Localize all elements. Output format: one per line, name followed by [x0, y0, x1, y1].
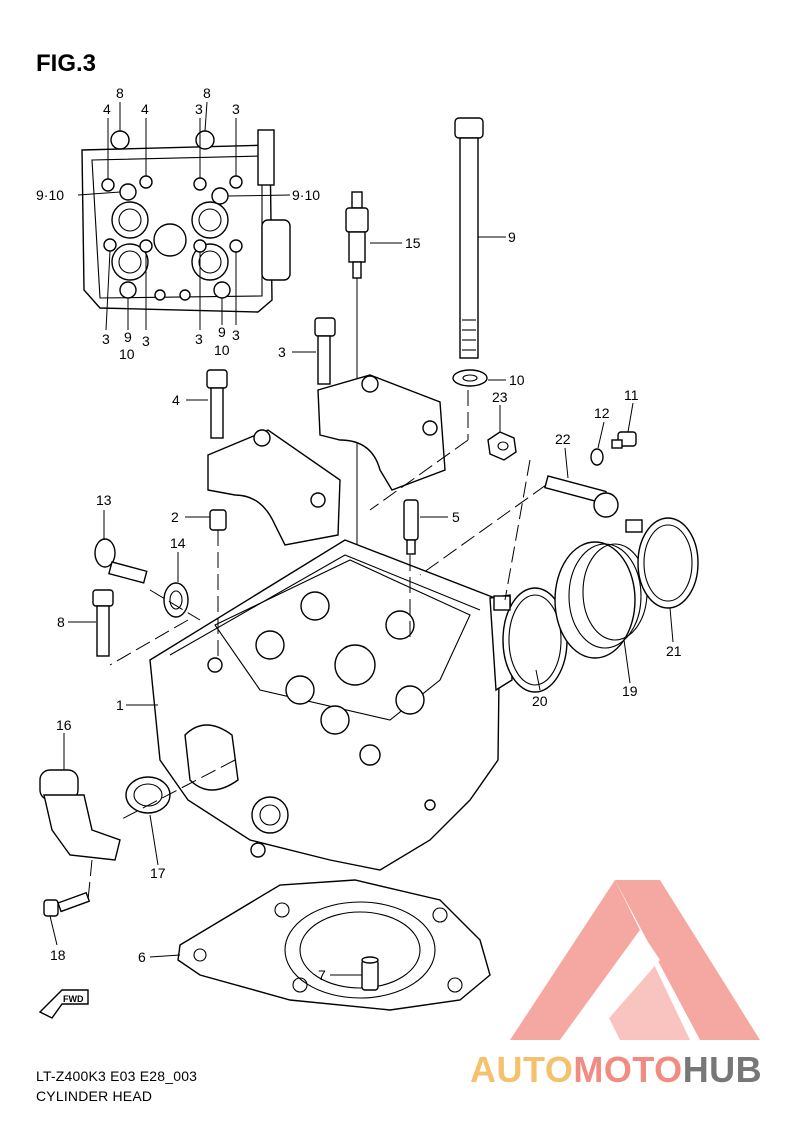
dowel-pin-2	[209, 509, 227, 531]
callout-3: 3	[278, 344, 286, 360]
label-9-10: 9·10	[292, 187, 320, 203]
label-10: 10	[119, 346, 135, 362]
cylinder-head-1	[149, 539, 513, 871]
bolt-3	[314, 317, 336, 385]
watermark-moto: MOTO	[573, 1049, 683, 1090]
callout-14: 14	[170, 535, 186, 551]
washer-12	[590, 448, 604, 466]
screw-11	[611, 431, 637, 449]
model-code: LT-Z400K3 E03 E28_003	[36, 1068, 198, 1084]
callout-23: 23	[492, 389, 508, 405]
bolt-8	[92, 589, 114, 657]
assembly-lines	[87, 390, 547, 901]
callout-21: 21	[666, 643, 682, 659]
camshaft-cap-right	[317, 374, 446, 491]
label-4: 4	[141, 101, 149, 117]
label-3: 3	[232, 327, 240, 343]
intake-pipe-19	[554, 541, 648, 659]
plug-13	[94, 538, 148, 584]
callout-9: 9	[508, 229, 516, 245]
callout-22: 22	[555, 431, 571, 447]
figure-name: CYLINDER HEAD	[36, 1088, 153, 1104]
callout-20: 20	[532, 693, 548, 709]
callout-15: 15	[405, 235, 421, 251]
callout-11: 11	[624, 387, 639, 403]
top-view-labels: 8 8 4 4 3 3 9·10 9·10 3 9 10 3 3 9 10 3	[36, 85, 320, 362]
callout-2: 2	[171, 509, 179, 525]
oil-pipe-5	[403, 499, 419, 555]
figure-title: FIG.3	[36, 50, 97, 77]
thermostat-17	[125, 776, 171, 814]
label-3: 3	[195, 331, 203, 347]
label-3: 3	[102, 331, 110, 347]
callout-16: 16	[56, 717, 72, 733]
watermark-auto: AUTO	[470, 1049, 574, 1090]
label-8: 8	[203, 85, 211, 101]
label-3: 3	[232, 101, 240, 117]
label-9: 9	[218, 324, 226, 340]
dowel-7	[361, 956, 379, 991]
label-9-10: 9·10	[36, 187, 64, 203]
callout-6: 6	[138, 949, 146, 965]
o-ring-14	[163, 582, 189, 618]
fwd-label: FWD	[63, 994, 84, 1004]
clamp-20	[493, 587, 568, 693]
label-3: 3	[142, 333, 150, 349]
callout-18: 18	[50, 947, 66, 963]
head-gasket-6	[177, 879, 491, 1011]
head-top-view	[81, 129, 291, 313]
label-9: 9	[124, 329, 132, 345]
watermark-text: AUTOMOTOHUB	[470, 1049, 762, 1091]
callout-5: 5	[452, 509, 460, 525]
bolt-4	[206, 369, 228, 439]
callout-12: 12	[594, 405, 610, 421]
label-8: 8	[116, 85, 124, 101]
bolt-18	[43, 891, 91, 917]
callout-13: 13	[96, 492, 112, 508]
callout-numbers: 1 2 3 4 5 6 7 8 9 10 11 12 13 14 15 16 1…	[50, 229, 682, 983]
callout-1: 1	[116, 697, 124, 713]
fwd-arrow-icon: FWD	[38, 989, 89, 1019]
callout-19: 19	[622, 683, 638, 699]
clamp-21	[625, 517, 699, 609]
thermostat-cover-16	[39, 769, 121, 861]
callout-17: 17	[150, 865, 166, 881]
callout-leaders	[49, 236, 674, 976]
callout-8: 8	[57, 614, 65, 630]
label-3: 3	[195, 101, 203, 117]
callout-4: 4	[172, 392, 180, 408]
camshaft-cap-left	[207, 429, 341, 546]
label-10: 10	[214, 342, 230, 358]
nut-23	[487, 431, 517, 461]
callout-7: 7	[318, 967, 326, 983]
washer-10	[452, 369, 488, 387]
watermark-logo	[510, 880, 760, 1040]
stud-bolt-9	[454, 117, 484, 359]
bolt-22	[544, 475, 619, 518]
watermark-hub: HUB	[682, 1049, 763, 1090]
callout-10: 10	[509, 372, 525, 388]
top-view-leaders	[77, 101, 291, 331]
label-4: 4	[103, 101, 111, 117]
